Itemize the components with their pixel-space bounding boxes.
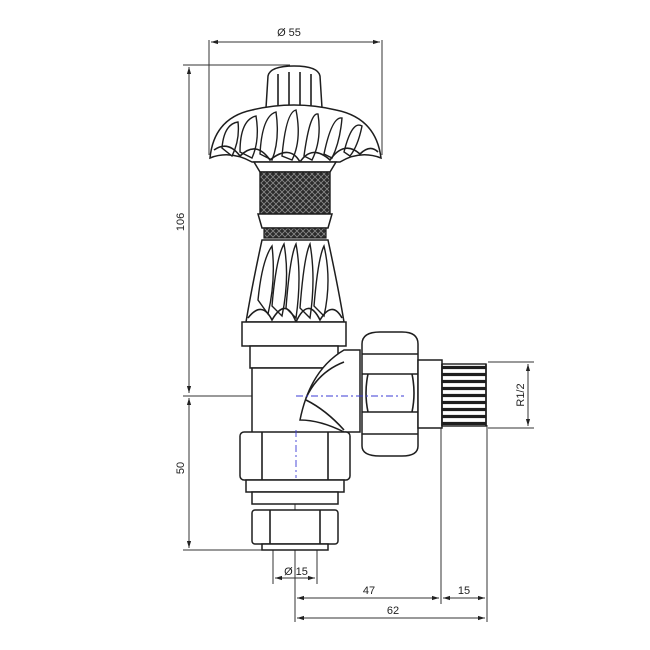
- valve-crown-cap: [209, 65, 382, 164]
- dimension-thread: R1/2: [488, 361, 534, 429]
- overall-62-label: 62: [387, 605, 399, 617]
- valve-shroud: [245, 239, 345, 325]
- dimension-height-upper: 106: [175, 64, 290, 393]
- offset-15-label: 15: [458, 585, 470, 597]
- thread-label: R1/2: [515, 383, 527, 406]
- valve-bottom-nut: [239, 431, 351, 551]
- valve-body: [241, 321, 361, 435]
- top-diameter-label: Ø 55: [277, 27, 301, 39]
- dimension-top-diameter: Ø 55: [208, 27, 383, 155]
- height-upper-label: 106: [175, 213, 187, 231]
- dimension-height-lower: 50: [175, 395, 262, 551]
- valve-knurled-stem: [252, 161, 338, 239]
- dimension-horizontal-offsets: 47 15 62: [294, 395, 488, 622]
- valve-threaded-tail: [441, 363, 487, 427]
- offset-47-label: 47: [363, 585, 375, 597]
- tail-diameter-label: Ø 15: [284, 566, 308, 578]
- centerlines: [295, 395, 404, 478]
- height-lower-label: 50: [175, 462, 187, 474]
- valve-union-nut: [361, 331, 443, 457]
- dimension-tail-diameter: Ø 15: [272, 550, 318, 584]
